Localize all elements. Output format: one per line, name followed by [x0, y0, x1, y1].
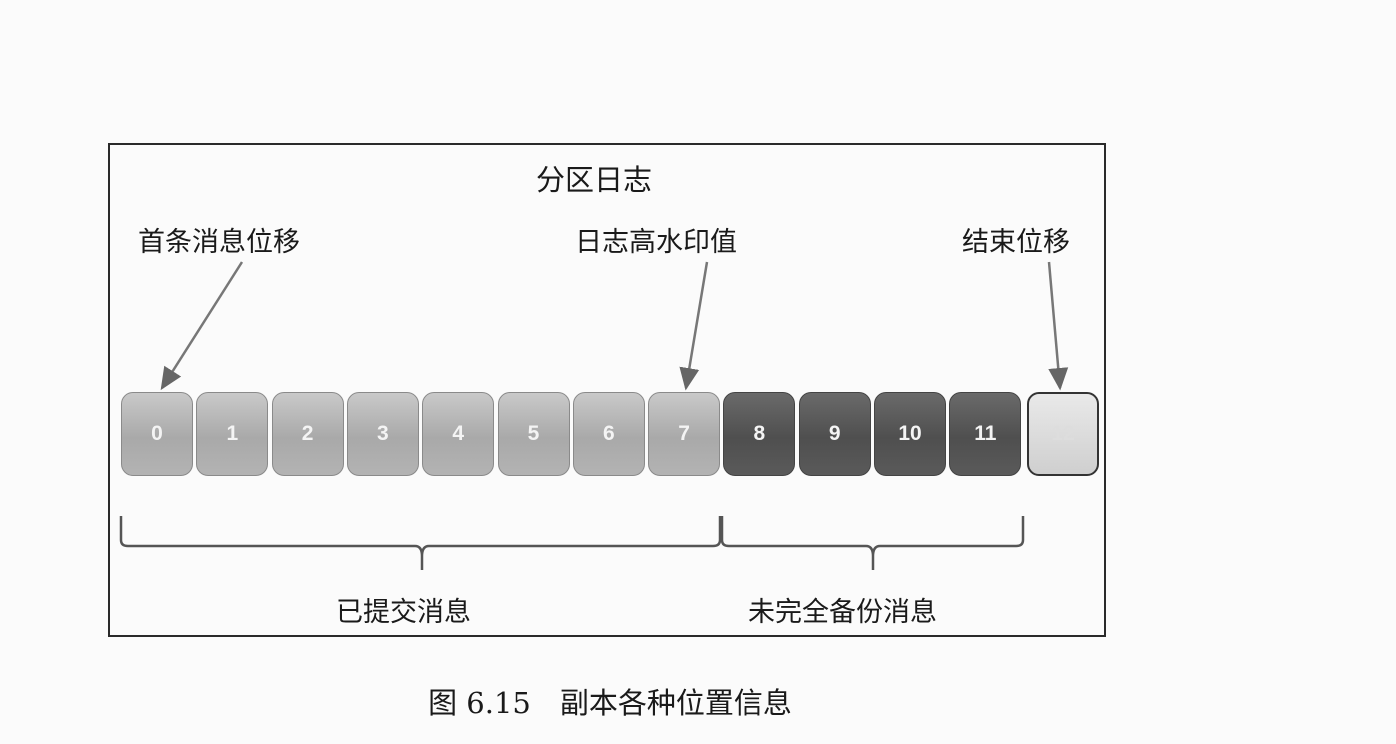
- partition-log-frame: [108, 143, 1106, 637]
- brace-uncommitted: [720, 516, 1025, 570]
- message-committed: 7: [648, 392, 721, 476]
- arrow-first-offset: [160, 261, 244, 391]
- message-committed: 0: [121, 392, 193, 476]
- label-high-watermark: 日志高水印值: [575, 227, 737, 258]
- message-committed: 2: [271, 392, 344, 476]
- message-committed: 6: [572, 392, 645, 476]
- figure-caption: 图 6.15 副本各种位置信息: [428, 686, 792, 720]
- message-uncommitted: 9: [798, 392, 871, 476]
- diagram-title: 分区日志: [536, 163, 653, 197]
- arrow-end-offset: [1047, 261, 1069, 391]
- message-uncommitted: 11: [949, 392, 1022, 476]
- label-end-offset: 结束位移: [962, 227, 1070, 258]
- message-uncommitted: 8: [723, 392, 796, 476]
- message-committed: 1: [196, 392, 269, 476]
- label-committed: 已提交消息: [336, 597, 471, 628]
- label-first-offset: 首条消息位移: [138, 227, 300, 258]
- message-committed: 3: [346, 392, 419, 476]
- arrow-high-watermark: [679, 261, 709, 391]
- message-end-slot: 12: [1027, 392, 1099, 476]
- label-uncommitted: 未完全备份消息: [748, 597, 937, 628]
- message-uncommitted: 10: [874, 392, 946, 476]
- message-committed: 5: [497, 392, 570, 476]
- message-committed: 4: [422, 392, 495, 476]
- brace-committed: [119, 516, 722, 570]
